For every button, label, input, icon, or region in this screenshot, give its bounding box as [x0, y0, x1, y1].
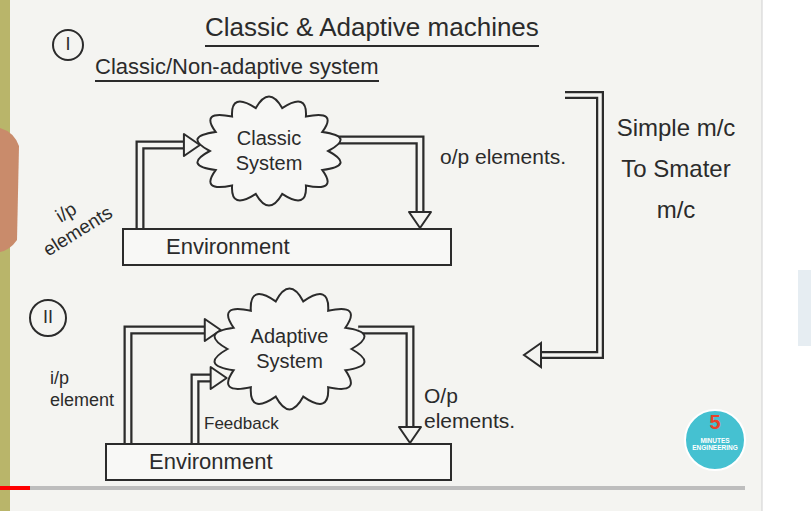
section-number: II	[36, 307, 60, 328]
double-line-arrow	[337, 140, 431, 228]
arrowhead	[211, 367, 227, 389]
connector-label: i/p elements	[18, 177, 126, 267]
diagram-title: Classic & Adaptive machines	[205, 12, 539, 47]
gear-teeth	[215, 289, 365, 410]
arrowhead	[399, 427, 421, 443]
connector-label: Feedback	[204, 414, 279, 434]
progress-bar	[0, 486, 30, 490]
progress-track	[0, 486, 745, 490]
watermark-number: 5	[703, 411, 727, 434]
presenter-arm	[0, 128, 19, 252]
wall-strip	[0, 0, 10, 511]
system-name: Classic System	[223, 126, 315, 176]
arrow-shaft-inner	[140, 145, 185, 228]
arrowhead	[409, 212, 431, 228]
arrow-shaft-inner	[337, 140, 420, 213]
environment-band: Environment	[105, 443, 452, 481]
environment-band: Environment	[122, 228, 452, 266]
transition-note: Simple m/c To Smater m/c	[612, 108, 740, 230]
connector-label: o/p elements.	[440, 145, 566, 169]
number-circle	[53, 30, 83, 60]
watermark-logo	[685, 410, 745, 470]
panel-box	[798, 270, 811, 346]
gear-teeth	[197, 97, 340, 206]
double-line-arrow	[358, 330, 421, 443]
system-name: Adaptive System	[242, 324, 338, 374]
gear-system: Classic System	[195, 96, 343, 206]
arrow-shaft-outer	[358, 330, 410, 428]
bracket-arrow	[540, 95, 600, 355]
connector-label: O/p elements.	[424, 383, 536, 433]
gear-system: Adaptive System	[212, 288, 367, 410]
arrow-shaft-outer	[140, 145, 185, 228]
arrow-shaft-outer	[337, 140, 420, 213]
arrow-shaft-inner	[358, 330, 410, 428]
environment-label: Environment	[107, 449, 450, 475]
section-heading: Classic/Non-adaptive system	[95, 54, 379, 82]
panel-border	[762, 0, 763, 511]
bracket-arrow	[540, 95, 600, 355]
watermark-text: MINUTES ENGINEERING	[688, 437, 742, 451]
side-panel	[762, 0, 811, 511]
bracket-arrowhead	[524, 343, 541, 367]
gear-outline	[212, 288, 367, 410]
environment-label: Environment	[124, 234, 450, 260]
gear-outline	[195, 96, 343, 206]
double-line-arrow	[140, 134, 200, 228]
connector-label: i/p element	[50, 368, 118, 411]
section-number: I	[60, 34, 76, 55]
number-circle	[30, 300, 66, 336]
